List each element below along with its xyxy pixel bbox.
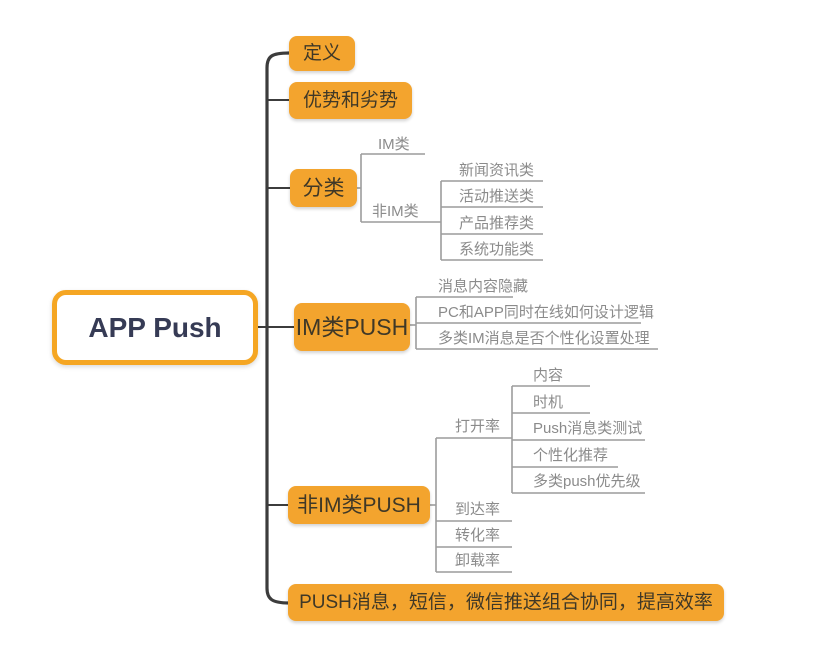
topic-non-im-push[interactable]: 非IM类PUSH xyxy=(288,486,430,524)
leaf-push-message-testing[interactable]: Push消息类测试 xyxy=(533,420,643,437)
leaf-im-class[interactable]: IM类 xyxy=(378,136,410,153)
leaf-conversion-rate[interactable]: 转化率 xyxy=(455,527,501,544)
leaf-push-priority[interactable]: 多类push优先级 xyxy=(533,473,641,490)
non-im-push-branch-lines xyxy=(430,385,645,573)
leaf-open-rate[interactable]: 打开率 xyxy=(455,418,501,435)
root-node-app-push[interactable]: APP Push xyxy=(52,290,258,365)
leaf-uninstall-rate[interactable]: 卸载率 xyxy=(455,552,501,569)
leaf-timing[interactable]: 时机 xyxy=(533,394,564,411)
topic-combined-channels[interactable]: PUSH消息，短信，微信推送组合协同，提高效率 xyxy=(288,584,724,621)
leaf-pc-app-online-logic[interactable]: PC和APP同时在线如何设计逻辑 xyxy=(438,304,654,321)
root-label: APP Push xyxy=(88,311,222,343)
leaf-system-function[interactable]: 系统功能类 xyxy=(459,241,535,258)
topic-definition[interactable]: 定义 xyxy=(289,36,355,71)
leaf-arrival-rate[interactable]: 到达率 xyxy=(455,501,501,518)
leaf-message-content-hidden[interactable]: 消息内容隐藏 xyxy=(438,278,529,295)
leaf-im-personalized-settings[interactable]: 多类IM消息是否个性化设置处理 xyxy=(438,330,650,347)
leaf-news-info[interactable]: 新闻资讯类 xyxy=(459,162,535,179)
leaf-activity-push[interactable]: 活动推送类 xyxy=(459,188,535,205)
leaf-personalized-recommend[interactable]: 个性化推荐 xyxy=(533,447,609,464)
leaf-non-im-class[interactable]: 非IM类 xyxy=(372,203,419,220)
topic-classification[interactable]: 分类 xyxy=(290,169,357,207)
classification-branch-lines xyxy=(357,153,543,261)
trunk-line xyxy=(257,51,295,605)
topic-pros-and-cons[interactable]: 优势和劣势 xyxy=(289,82,412,119)
topic-im-push[interactable]: IM类PUSH xyxy=(294,303,410,351)
leaf-product-recommend[interactable]: 产品推荐类 xyxy=(459,215,535,232)
im-push-branch-lines xyxy=(410,296,658,350)
leaf-content[interactable]: 内容 xyxy=(533,367,564,384)
